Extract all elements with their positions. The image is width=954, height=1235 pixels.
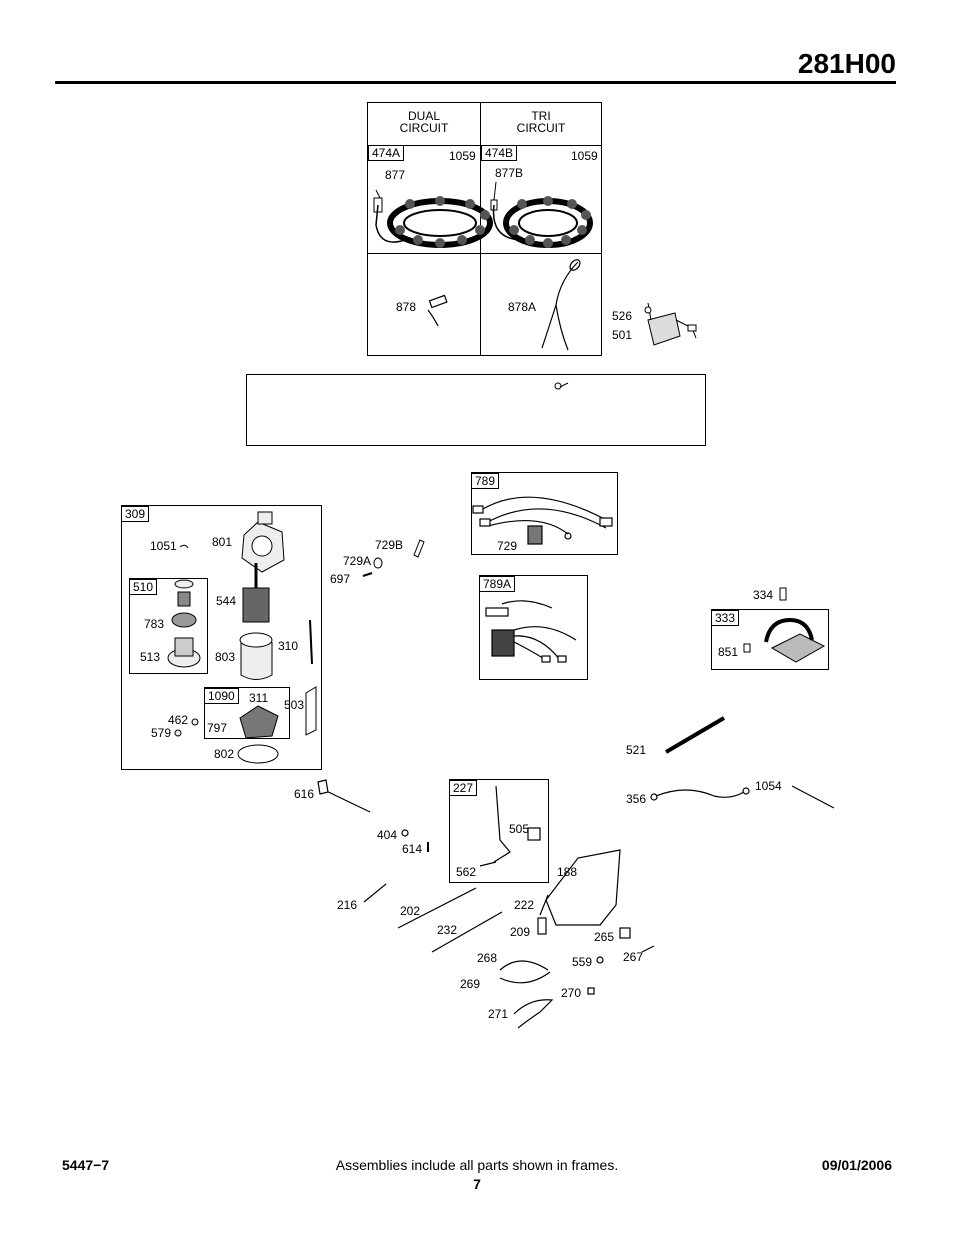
frame-510: 510 [129, 579, 158, 595]
part-label: 878A [508, 300, 537, 314]
part-label: 1059 [449, 149, 476, 163]
footer-note: Assemblies include all parts shown in fr… [335, 1157, 619, 1173]
part-label: 1059 [571, 149, 598, 163]
page-number: 7 [473, 1176, 481, 1192]
part-label: 188 [557, 865, 578, 879]
part-label: 268 [477, 951, 498, 965]
part-label: 310 [278, 639, 299, 653]
part-label: 269 [460, 977, 481, 991]
frame-1090: 1090 [204, 688, 239, 704]
part-label: 803 [215, 650, 236, 664]
part-label: 729B [375, 538, 404, 552]
tri-circuit-line2: CIRCUIT [516, 121, 566, 135]
frame-309: 309 [121, 506, 150, 522]
part-label: 526 [612, 309, 633, 323]
frame-227: 227 [449, 780, 478, 796]
part-label: 616 [294, 787, 315, 801]
page-title: 281H00 [797, 48, 896, 79]
part-label: 271 [488, 1007, 509, 1021]
part-label: 209 [510, 925, 531, 939]
part-label: 878 [396, 300, 417, 314]
part-label: 267 [623, 950, 644, 964]
document-date: 09/01/2006 [821, 1157, 892, 1173]
part-label: 877B [495, 166, 524, 180]
frame-333: 333 [711, 610, 740, 626]
dual-circuit-header: DUAL CIRCUIT [368, 110, 480, 134]
part-label: 501 [612, 328, 633, 342]
part-label: 216 [337, 898, 358, 912]
part-label: 503 [284, 698, 305, 712]
part-label: 521 [626, 743, 647, 757]
part-label: 729 [497, 539, 518, 553]
part-label: 544 [216, 594, 237, 608]
tri-circuit-header: TRI CIRCUIT [481, 110, 601, 134]
dual-circuit-line2: CIRCUIT [399, 121, 449, 135]
part-label: 729A [343, 554, 372, 568]
part-label: 505 [509, 822, 530, 836]
part-label: 559 [572, 955, 593, 969]
frame-789: 789 [471, 473, 500, 489]
part-label: 697 [330, 572, 351, 586]
part-label: 222 [514, 898, 535, 912]
part-label: 851 [718, 645, 739, 659]
part-label: 802 [214, 747, 235, 761]
part-label: 614 [402, 842, 423, 856]
part-label: 202 [400, 904, 421, 918]
part-label: 311 [249, 691, 269, 705]
frame-474A: 474A [368, 145, 405, 161]
part-label: 562 [456, 865, 477, 879]
part-label: 797 [207, 721, 228, 735]
part-label: 232 [437, 923, 458, 937]
frame-474B: 474B [481, 145, 518, 161]
part-label: 579 [151, 726, 172, 740]
tri-circuit-line1: TRI [531, 109, 551, 123]
part-label: 270 [561, 986, 582, 1000]
part-label: 513 [140, 650, 161, 664]
part-label: 265 [594, 930, 615, 944]
header-rule [55, 81, 896, 84]
part-label: 356 [626, 792, 647, 806]
part-label: 877 [385, 168, 406, 182]
part-label: 334 [753, 588, 774, 602]
part-label: 462 [168, 713, 189, 727]
part-label: 1051 [150, 539, 177, 553]
part-label: 404 [377, 828, 398, 842]
part-label: 1054 [755, 779, 782, 793]
frame-789A: 789A [479, 576, 516, 592]
dual-circuit-line1: DUAL [407, 109, 440, 123]
part-label: 783 [144, 617, 165, 631]
document-number: 5447−7 [62, 1157, 110, 1173]
part-label: 801 [212, 535, 233, 549]
